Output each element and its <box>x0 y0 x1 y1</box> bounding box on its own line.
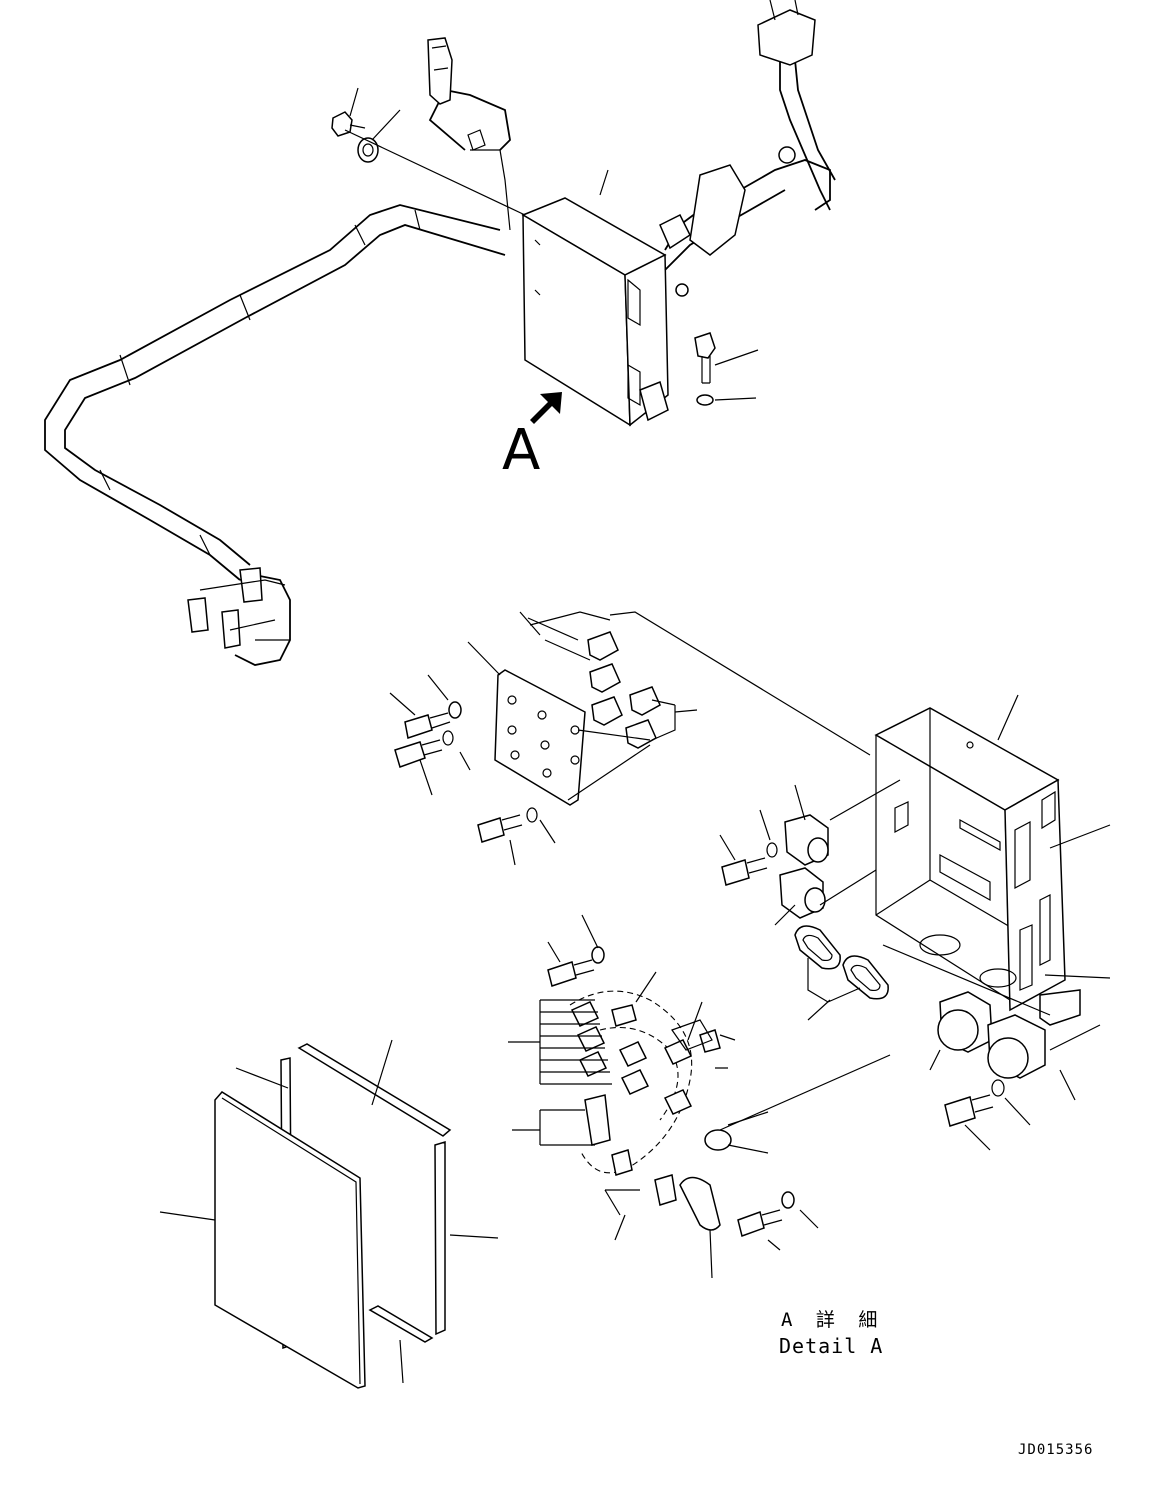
relay-plate-assembly <box>389 611 871 866</box>
view-direction-label: A <box>502 418 541 483</box>
detail-caption-english: Detail A <box>779 1334 884 1358</box>
solenoid-relays <box>719 779 901 926</box>
controller-enclosure <box>874 694 1111 1026</box>
detail-wiring <box>508 914 819 1279</box>
harness-assembly <box>44 0 836 666</box>
grommets <box>794 925 1051 1021</box>
detail-caption-japanese: A 詳 細 <box>781 1309 884 1331</box>
drawing-number: JD015356 <box>1018 1442 1094 1458</box>
view-direction-arrow-icon <box>530 392 562 424</box>
battery-relays <box>719 991 1101 1151</box>
cover-and-seals <box>159 1039 499 1389</box>
